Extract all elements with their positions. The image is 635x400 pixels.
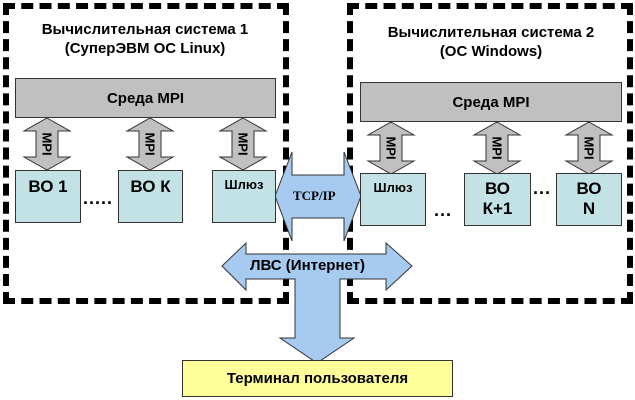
node-bon-label-line1: ВО [576,179,602,198]
node-bo1-label: ВО 1 [28,177,68,196]
node-bok1-label-line2: К+1 [482,199,513,218]
mpi-label-gateway1: MPI [235,132,251,156]
ellipsis-3: ... [533,178,552,198]
mpi-label-bo1: MPI [39,132,55,156]
gateway-1-label: Шлюз [224,177,264,192]
ellipsis-1: ..... [83,188,114,208]
mpi-label-gateway2: MPI [383,136,399,160]
node-bon-label-line2: N [582,199,596,218]
system1-mpi-environment: Среда MPI [15,78,276,118]
gateway-2-label: Шлюз [373,180,413,195]
system1-title-line2: (СуперЭВМ ОС Linux) [64,40,226,57]
system1-title: Вычислительная система 1 (СуперЭВМ ОС Li… [10,20,280,58]
node-bok1-label-line1: ВО [484,179,511,198]
node-bok-label: ВО К [130,177,171,196]
user-terminal: Терминал пользователя [182,360,453,397]
mpi-label-bon: MPI [581,136,597,160]
node-bon: ВО N [556,173,622,226]
system2-title-line2: (ОС Windows) [439,43,543,60]
system1-boundary [3,3,289,304]
mpi-label-bok1: MPI [489,136,505,160]
tcp-ip-label: TCP/IP [293,188,336,203]
gateway-2: Шлюз [360,173,426,226]
system2-mpi-environment: Среда MPI [360,82,622,122]
mpi-label-bok: MPI [142,132,158,156]
node-bok: ВО К [118,170,183,223]
node-bo1: ВО 1 [15,170,81,223]
system1-title-line1: Вычислительная система 1 [41,21,249,38]
ellipsis-2: ... [434,200,453,220]
lan-label: ЛВС (Интернет) [250,257,366,274]
node-bok1: ВО К+1 [464,173,531,226]
system2-title: Вычислительная система 2 (ОС Windows) [360,23,622,61]
lan-arrow [221,241,413,364]
gateway-1: Шлюз [212,170,276,223]
system2-title-line1: Вычислительная система 2 [387,24,595,41]
system2-boundary [347,3,633,304]
